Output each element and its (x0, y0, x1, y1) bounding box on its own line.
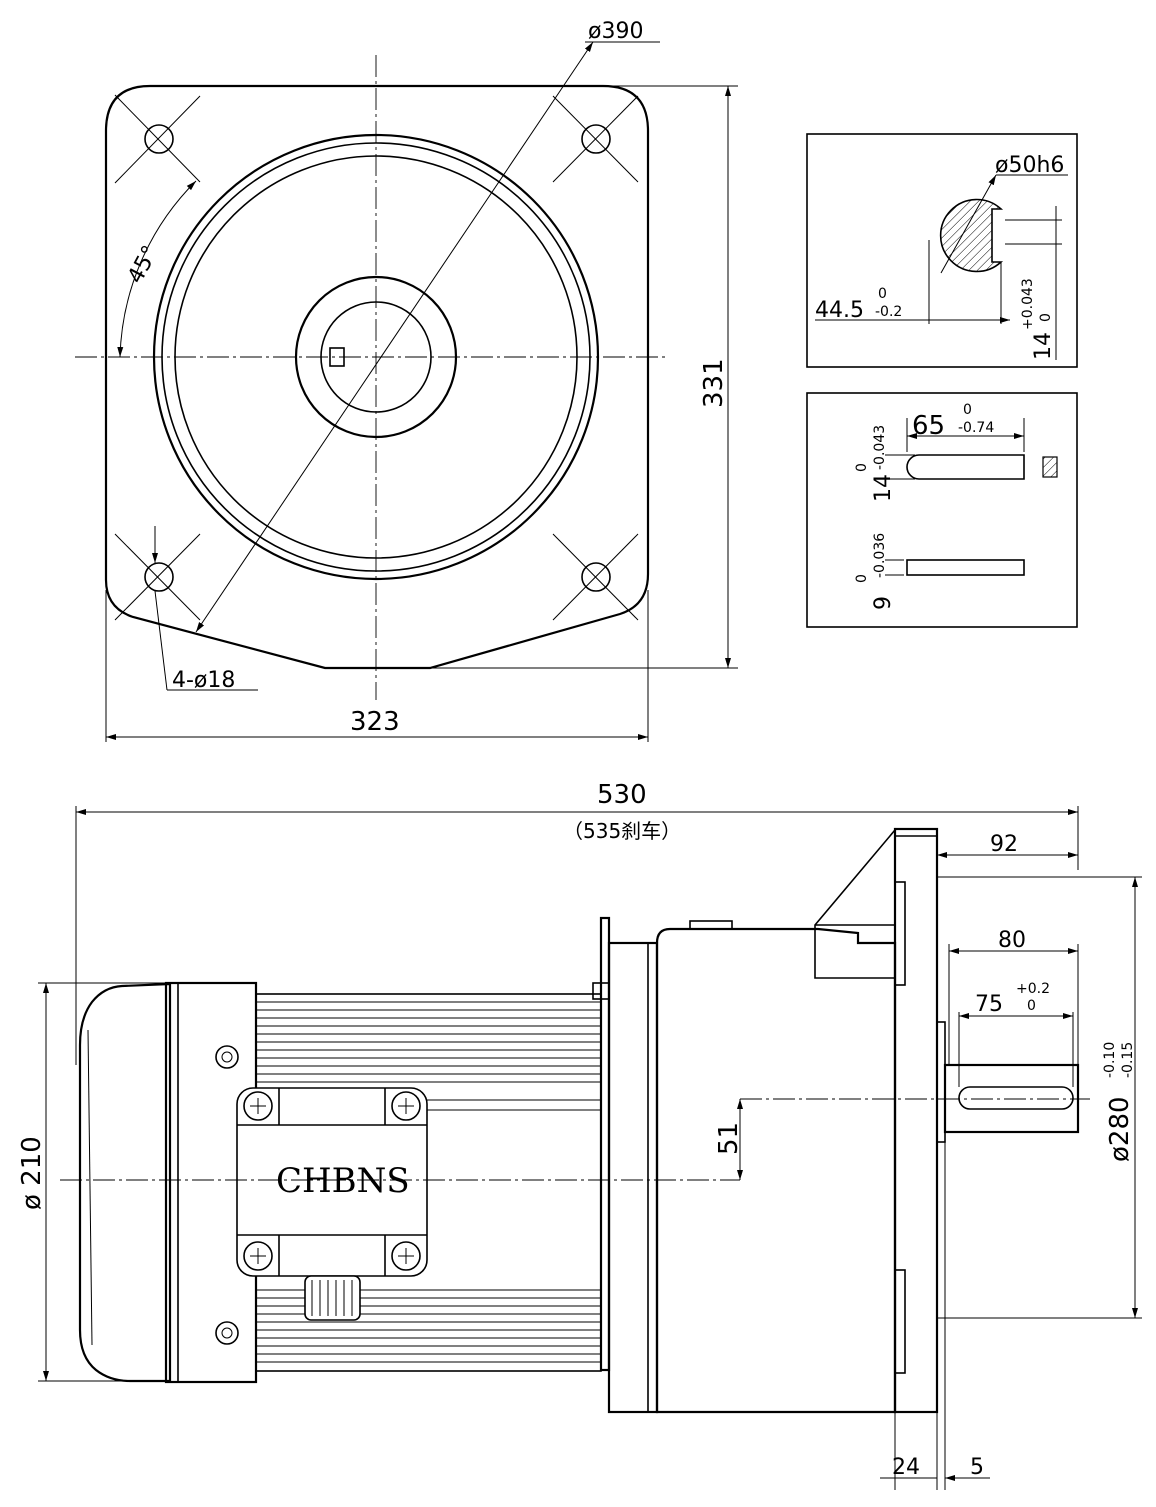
flange-diameter-label: ø280 (1105, 1096, 1135, 1162)
key-length-tol-upper: 0 (963, 402, 972, 418)
angle-arc (117, 180, 197, 358)
output-shaft (943, 1063, 1080, 1134)
front-view: ø390 45° 331 323 4-ø18 (75, 19, 738, 742)
output-flange (893, 827, 939, 1414)
screw-bottom (215, 1321, 239, 1345)
key-depth-label: 44.5 (815, 298, 864, 323)
key-top-view (906, 454, 1025, 480)
dia390-label: ø390 (588, 19, 643, 44)
key-height-tol-lower: -0.036 (872, 533, 888, 578)
gearbox-body (655, 927, 897, 1414)
total-length-label: 530 (597, 780, 647, 810)
key-height-tol-upper: 0 (854, 574, 870, 583)
gearbox-rib (814, 827, 896, 979)
holes-label: 4-ø18 (172, 668, 235, 693)
shaft-center-label: 51 (714, 1122, 744, 1155)
key-length-label: 65 (912, 411, 945, 441)
key-width14-tol-lower: -0.043 (872, 425, 888, 470)
mount-hole (144, 562, 174, 592)
motor-flange (599, 916, 611, 1372)
key-height-label: 9 (871, 596, 896, 610)
side-view: 530 （535刹车） (17, 780, 1142, 1490)
dim-5-label: 5 (970, 1455, 984, 1480)
key-frame (806, 392, 1078, 628)
breather (689, 920, 733, 930)
screw-head (391, 1091, 421, 1121)
key-depth-tol-upper: 0 (878, 286, 887, 302)
dia390-line (195, 41, 594, 633)
motor-diameter-label: ø 210 (17, 1136, 47, 1210)
flange-tol-upper: -0.10 (1102, 1042, 1118, 1078)
brand-label: CHBNS (276, 1161, 410, 1201)
dim-75-tol-lower: 0 (1027, 998, 1036, 1014)
screw-head (243, 1241, 273, 1271)
screw-head (391, 1241, 421, 1271)
key-end-section (1042, 456, 1058, 478)
dim-80-label: 80 (998, 928, 1026, 953)
key-depth-tol-lower: -0.2 (875, 304, 902, 320)
dim-75-label: 75 (975, 992, 1003, 1017)
mount-hole (144, 124, 174, 154)
width-323-label: 323 (350, 707, 400, 737)
angle-label: 45° (123, 242, 163, 288)
flange-outline (104, 84, 650, 670)
gearbox-plate (607, 941, 659, 1414)
section-frame (806, 133, 1078, 368)
dim-75-tol-upper: +0.2 (1016, 981, 1050, 997)
dim-24-label: 24 (892, 1455, 920, 1480)
flange-tol-lower: -0.15 (1120, 1042, 1136, 1078)
cable-gland (304, 1275, 361, 1321)
shaft-keyway (958, 1086, 1074, 1110)
key-detail-box: 65 0 -0.74 14 0 -0.043 9 0 -0.036 (806, 392, 1078, 628)
dim-92-label: 92 (990, 832, 1018, 857)
shaft-diameter-label: ø50h6 (995, 153, 1064, 178)
key-width-tol-lower: 0 (1038, 313, 1054, 322)
height-331-label: 331 (699, 358, 729, 408)
key-side-view (906, 559, 1025, 576)
key-width-tol-upper: +0.043 (1020, 278, 1036, 330)
key-length-tol-lower: -0.74 (958, 420, 994, 436)
shaft-section-box: ø50h6 44.5 0 -0.2 14 +0.043 0 (806, 133, 1078, 368)
brake-length-label: （535刹车） (563, 819, 681, 843)
screw-top (215, 1045, 239, 1069)
screw-head (243, 1091, 273, 1121)
key-width-label: 14 (1031, 332, 1056, 360)
mounting-holes (114, 94, 639, 621)
fan-cover (78, 982, 172, 1383)
key-width14-tol-upper: 0 (854, 463, 870, 472)
shaft-section (939, 198, 1004, 273)
terminal-box: CHBNS (236, 1087, 428, 1321)
key-width14-label: 14 (871, 474, 896, 502)
